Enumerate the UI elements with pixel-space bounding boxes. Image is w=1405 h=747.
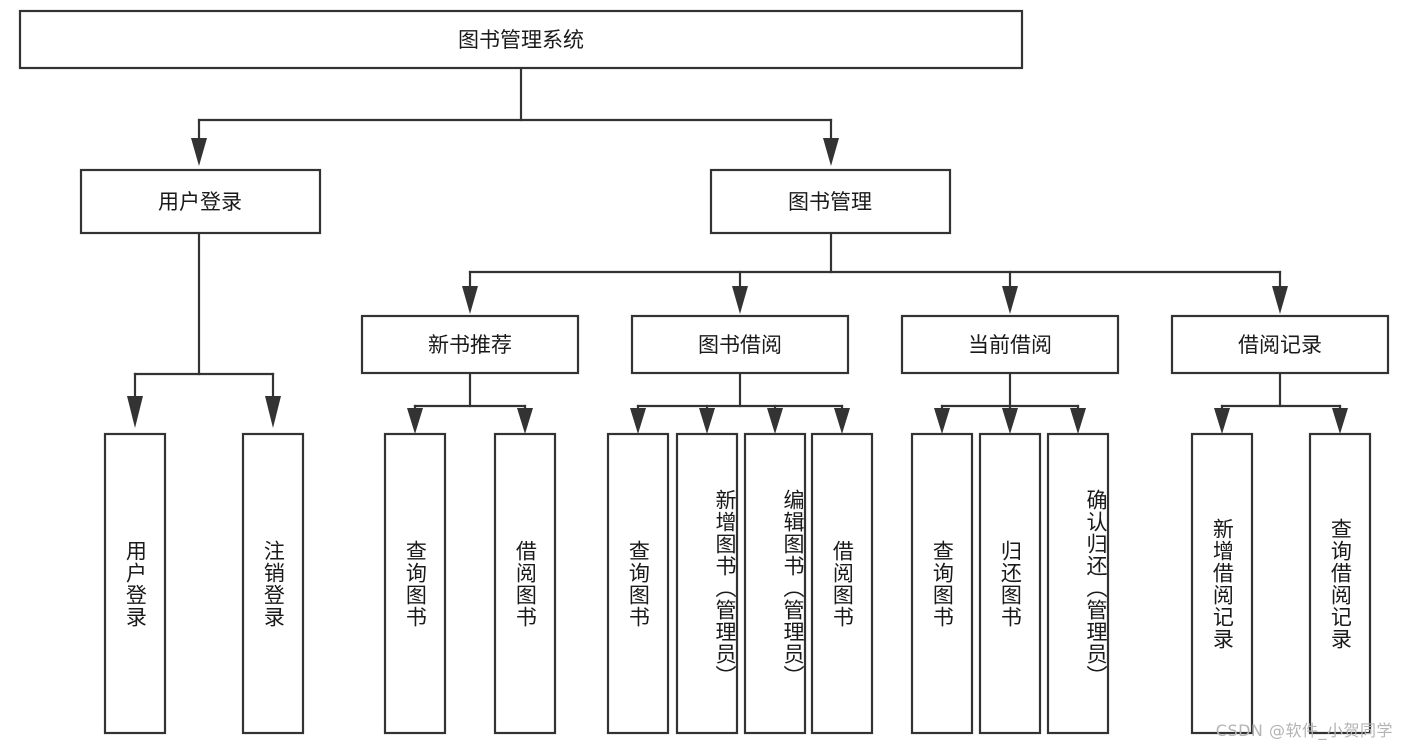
arrow-head-new-book-recommend xyxy=(462,286,478,314)
node-box-leaf-query-book-2[interactable] xyxy=(606,432,670,735)
arrow-head-leaf-borrow-book-2 xyxy=(834,408,850,434)
node-box-leaf-confirm-return[interactable] xyxy=(1046,432,1110,735)
connector-group-book-manage xyxy=(462,231,1288,314)
node-box-root[interactable] xyxy=(18,9,1024,70)
node-box-new-book-recommend[interactable] xyxy=(360,314,580,375)
connector-group-user-login xyxy=(127,231,281,428)
arrow-head-leaf-user-logout xyxy=(265,396,281,428)
node-label-borrow-record: 借阅记录 xyxy=(1238,333,1322,357)
node-box-current-borrow[interactable] xyxy=(900,314,1120,375)
node-box-leaf-add-record[interactable] xyxy=(1190,432,1254,735)
connector-group-borrow-record xyxy=(1214,371,1348,434)
node-box-book-manage[interactable] xyxy=(709,168,952,235)
arrow-head-leaf-add-record xyxy=(1214,408,1230,434)
node-box-leaf-user-login[interactable] xyxy=(103,432,167,735)
arrow-head-leaf-edit-book xyxy=(767,408,783,434)
watermark-csdn: CSDN @软件_小贺同学 xyxy=(1215,721,1393,740)
node-box-leaf-query-book-1[interactable] xyxy=(383,432,447,735)
arrow-head-current-borrow xyxy=(1002,286,1018,314)
node-box-leaf-borrow-book-2[interactable] xyxy=(810,432,874,735)
arrow-head-leaf-user-login xyxy=(127,396,143,428)
node-label-book-borrow: 图书借阅 xyxy=(698,333,782,357)
arrow-head-user-login xyxy=(191,138,207,166)
connector-group-root xyxy=(191,66,839,166)
arrow-head-leaf-query-book-2 xyxy=(630,408,646,434)
arrow-head-borrow-record xyxy=(1272,286,1288,314)
node-label-book-manage: 图书管理 xyxy=(788,190,872,214)
node-label-user-login: 用户登录 xyxy=(158,190,242,214)
arrow-head-leaf-add-book xyxy=(699,408,715,434)
node-box-leaf-add-book[interactable] xyxy=(675,432,739,735)
node-box-leaf-query-book-3[interactable] xyxy=(910,432,974,735)
arrow-head-leaf-query-book-1 xyxy=(407,408,423,434)
arrow-head-book-manage xyxy=(823,138,839,166)
node-label-current-borrow: 当前借阅 xyxy=(968,333,1052,357)
node-label-root: 图书管理系统 xyxy=(458,28,584,52)
arrow-head-leaf-return-book xyxy=(1002,408,1018,434)
arrow-head-leaf-query-record xyxy=(1332,408,1348,434)
arrow-head-leaf-confirm-return xyxy=(1070,408,1086,434)
node-box-leaf-edit-book[interactable] xyxy=(743,432,807,735)
connector-group-new-book-recommend xyxy=(407,371,533,434)
connector-group-book-borrow xyxy=(630,371,850,434)
node-box-leaf-return-book[interactable] xyxy=(978,432,1042,735)
node-box-leaf-borrow-book-1[interactable] xyxy=(493,432,557,735)
node-label-new-book-recommend: 新书推荐 xyxy=(428,333,512,357)
node-box-leaf-query-record[interactable] xyxy=(1308,432,1372,735)
node-box-user-login[interactable] xyxy=(79,168,322,235)
node-box-leaf-user-logout[interactable] xyxy=(241,432,305,735)
arrow-head-leaf-query-book-3 xyxy=(934,408,950,434)
node-box-book-borrow[interactable] xyxy=(630,314,850,375)
arrow-head-leaf-borrow-book-1 xyxy=(517,408,533,434)
connector-group-current-borrow xyxy=(934,371,1086,434)
node-box-borrow-record[interactable] xyxy=(1170,314,1390,375)
arrow-head-book-borrow xyxy=(732,286,748,314)
